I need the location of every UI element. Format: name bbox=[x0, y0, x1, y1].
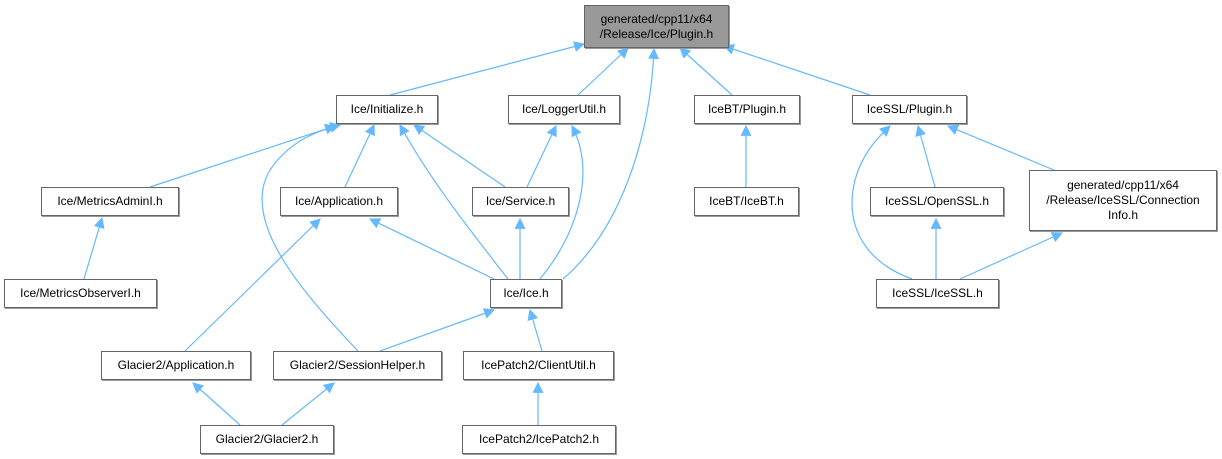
node-icessl-icessl-h[interactable]: IceSSL/IceSSL.h bbox=[876, 279, 999, 308]
edge-service-initialize bbox=[413, 124, 506, 188]
edge-service-loggerutil bbox=[526, 125, 557, 188]
node-glacier2-application-h[interactable]: Glacier2/Application.h bbox=[101, 351, 251, 380]
node-glacier2-glacier2-h[interactable]: Glacier2/Glacier2.h bbox=[200, 425, 334, 454]
node-label: Ice/LoggerUtil.h bbox=[521, 102, 607, 116]
node-ice-application-h[interactable]: Ice/Application.h bbox=[280, 187, 398, 216]
node-label: IceBT/IceBT.h bbox=[709, 194, 784, 208]
edge-ice-initialize bbox=[399, 124, 509, 280]
node-ice-ice-h[interactable]: Ice/Ice.h bbox=[490, 279, 562, 308]
edge-icessl-icesslplugin bbox=[851, 125, 913, 280]
node-icessl-plugin-h[interactable]: IceSSL/Plugin.h bbox=[852, 95, 967, 124]
edge-application-initialize bbox=[344, 124, 375, 188]
edge-icessl-connectioninfo bbox=[959, 232, 1064, 280]
edge-ice-application bbox=[369, 218, 495, 280]
edge-openssl-icesslplugin bbox=[915, 124, 936, 188]
edge-connectioninfo-icesslplugin bbox=[946, 124, 1055, 171]
node-label: Ice/Application.h bbox=[294, 194, 384, 208]
edge-g2app-application bbox=[184, 218, 321, 352]
node-label: Ice/Initialize.h bbox=[350, 102, 424, 116]
node-label: IceBT/Plugin.h bbox=[707, 102, 787, 116]
edge-metricsobserver-metricsadmin bbox=[83, 216, 105, 280]
node-label: Ice/Ice.h bbox=[503, 286, 549, 300]
node-glacier2-sessionhelper-h[interactable]: Glacier2/SessionHelper.h bbox=[273, 351, 442, 380]
node-label: Glacier2/SessionHelper.h bbox=[289, 358, 426, 372]
node-label: Glacier2/Glacier2.h bbox=[215, 432, 319, 446]
node-label: Ice/MetricsAdminI.h bbox=[57, 194, 163, 208]
node-icepatch2-icepatch2-h[interactable]: IcePatch2/IcePatch2.h bbox=[462, 425, 616, 454]
node-label: IcePatch2/IcePatch2.h bbox=[478, 432, 600, 446]
node-icepatch2-clientutil-h[interactable]: IcePatch2/ClientUtil.h bbox=[463, 351, 614, 380]
node-root-plugin-h[interactable]: generated/cpp11/x64 /Release/Ice/Plugin.… bbox=[584, 5, 729, 48]
node-icessl-openssl-h[interactable]: IceSSL/OpenSSL.h bbox=[870, 187, 1004, 216]
node-ice-service-h[interactable]: Ice/Service.h bbox=[472, 187, 569, 216]
node-label: IceSSL/IceSSL.h bbox=[892, 286, 983, 300]
edge-ice-root bbox=[562, 47, 660, 280]
node-ice-initialize-h[interactable]: Ice/Initialize.h bbox=[336, 95, 438, 124]
node-ice-metricsadmini-h[interactable]: Ice/MetricsAdminI.h bbox=[41, 187, 179, 216]
edge-sessionhelper-ice bbox=[379, 308, 496, 352]
node-ice-loggerutil-h[interactable]: Ice/LoggerUtil.h bbox=[508, 95, 620, 124]
node-label: Ice/MetricsObserverI.h bbox=[20, 286, 141, 300]
edge-icesslplugin-root bbox=[722, 43, 871, 96]
edge-ice-loggerutil bbox=[539, 125, 584, 280]
edge-metricsadmin-initialize bbox=[149, 123, 337, 188]
node-icessl-connectioninfo-h[interactable]: generated/cpp11/x64 /Release/IceSSL/Conn… bbox=[1029, 170, 1217, 231]
edge-loggerutil-root bbox=[577, 47, 629, 96]
node-label: IceSSL/OpenSSL.h bbox=[884, 194, 990, 208]
node-ice-metricsobserveri-h[interactable]: Ice/MetricsObserverI.h bbox=[4, 279, 157, 308]
node-label: IceSSL/Plugin.h bbox=[866, 102, 953, 116]
node-icebt-plugin-h[interactable]: IceBT/Plugin.h bbox=[694, 95, 800, 124]
edge-sessionhelper-initialize bbox=[261, 122, 359, 352]
node-label: Ice/Service.h bbox=[485, 194, 556, 208]
node-label: Glacier2/Application.h bbox=[117, 358, 235, 372]
node-label: generated/cpp11/x64 /Release/IceSSL/Conn… bbox=[1046, 178, 1200, 222]
node-icebt-icebt-h[interactable]: IceBT/IceBT.h bbox=[694, 187, 799, 216]
edge-initialize-root bbox=[389, 41, 586, 96]
edge-glacier2-g2app bbox=[192, 382, 241, 426]
node-label: IcePatch2/ClientUtil.h bbox=[481, 358, 596, 372]
edge-icebtplugin-root bbox=[679, 47, 733, 96]
edge-clientutil-ice bbox=[527, 308, 543, 352]
edge-glacier2-sessionhelper bbox=[281, 382, 335, 426]
node-label: generated/cpp11/x64 /Release/Ice/Plugin.… bbox=[599, 11, 714, 41]
